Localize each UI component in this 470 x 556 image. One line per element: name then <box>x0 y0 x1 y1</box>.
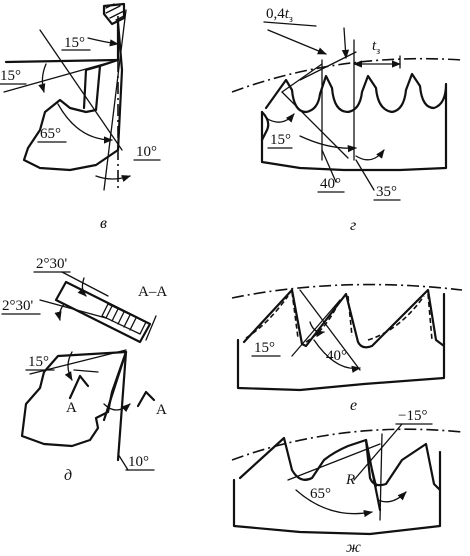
section-a-a-view <box>39 271 157 344</box>
angle-label: 65° <box>310 486 331 502</box>
section-mark: A <box>156 402 167 418</box>
dimension-label: 0,4tз <box>266 6 293 25</box>
angle-label: 2°30' <box>2 298 33 314</box>
saw-body-outline <box>236 288 446 392</box>
angle-label: 15° <box>0 68 21 84</box>
panel-d: 2°30' 2°30' A–A 15° A A 10° д <box>1 256 167 484</box>
panel-caption: г <box>350 217 356 234</box>
blade-outline <box>22 20 124 172</box>
angle-label: −15° <box>398 408 427 424</box>
panel-g: 0,4tз tз 15° 40° 35° г <box>231 6 463 234</box>
tool-holder-hatch <box>102 2 126 26</box>
angle-label: 15° <box>64 35 85 51</box>
angle-label: 10° <box>128 454 149 470</box>
dimension-label: tз <box>372 38 380 57</box>
angle-label: 10° <box>136 144 157 160</box>
section-mark: A <box>66 400 77 416</box>
panel-caption: в <box>100 215 107 232</box>
radius-label: R <box>345 472 355 488</box>
panel-caption: д <box>64 467 72 484</box>
rake-face-line <box>4 58 120 64</box>
saw-body-outline <box>260 72 448 172</box>
panel-v: 15° 15° 65° 10° в <box>0 2 161 232</box>
angle-label: 65° <box>40 126 61 142</box>
tip-circle <box>231 57 463 93</box>
section-label: A–A <box>138 284 167 300</box>
panel-caption: е <box>350 397 357 414</box>
angle-label: 40° <box>320 176 341 192</box>
angle-label: 15° <box>270 132 291 148</box>
saw-body-outline <box>232 436 442 536</box>
angle-label: 15° <box>28 354 49 370</box>
panel-zh: −15° 65° R ж <box>231 408 463 556</box>
angle-label: 2°30' <box>36 256 67 272</box>
angle-label: 15° <box>254 340 275 356</box>
angle-label: 40° <box>326 348 347 364</box>
tip-circle <box>231 428 463 461</box>
panel-e: 15° 40° е <box>231 283 463 414</box>
angle-label: 35° <box>376 184 397 200</box>
tip-circle <box>231 283 463 299</box>
panel-caption: ж <box>346 539 361 556</box>
